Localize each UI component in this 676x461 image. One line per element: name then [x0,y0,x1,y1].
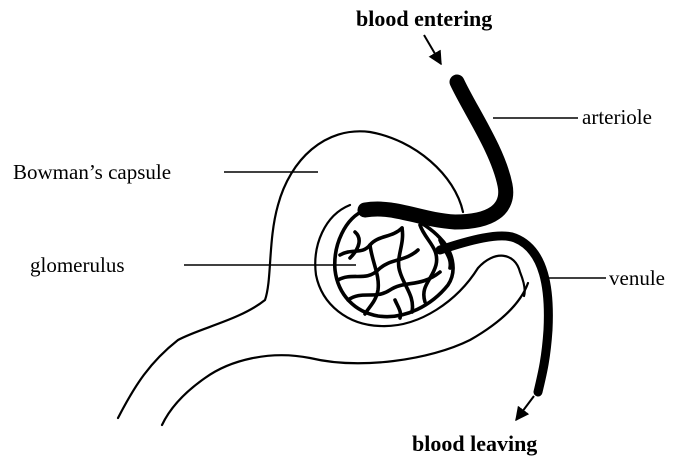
blood-entering-arrow [424,35,441,64]
arteriole-label: arteriole [582,105,652,129]
blood-leaving-label: blood leaving [412,431,537,456]
venule-vessel [440,236,548,392]
tubule-outer-wall [162,283,528,425]
blood-entering-label: blood entering [356,6,492,31]
glomerulus-label: glomerulus [30,253,125,277]
venule-label: venule [609,266,665,290]
blood-leaving-arrow [516,396,534,420]
bowmans-capsule-label: Bowman’s capsule [13,160,171,184]
arteriole-vessel [365,82,506,222]
